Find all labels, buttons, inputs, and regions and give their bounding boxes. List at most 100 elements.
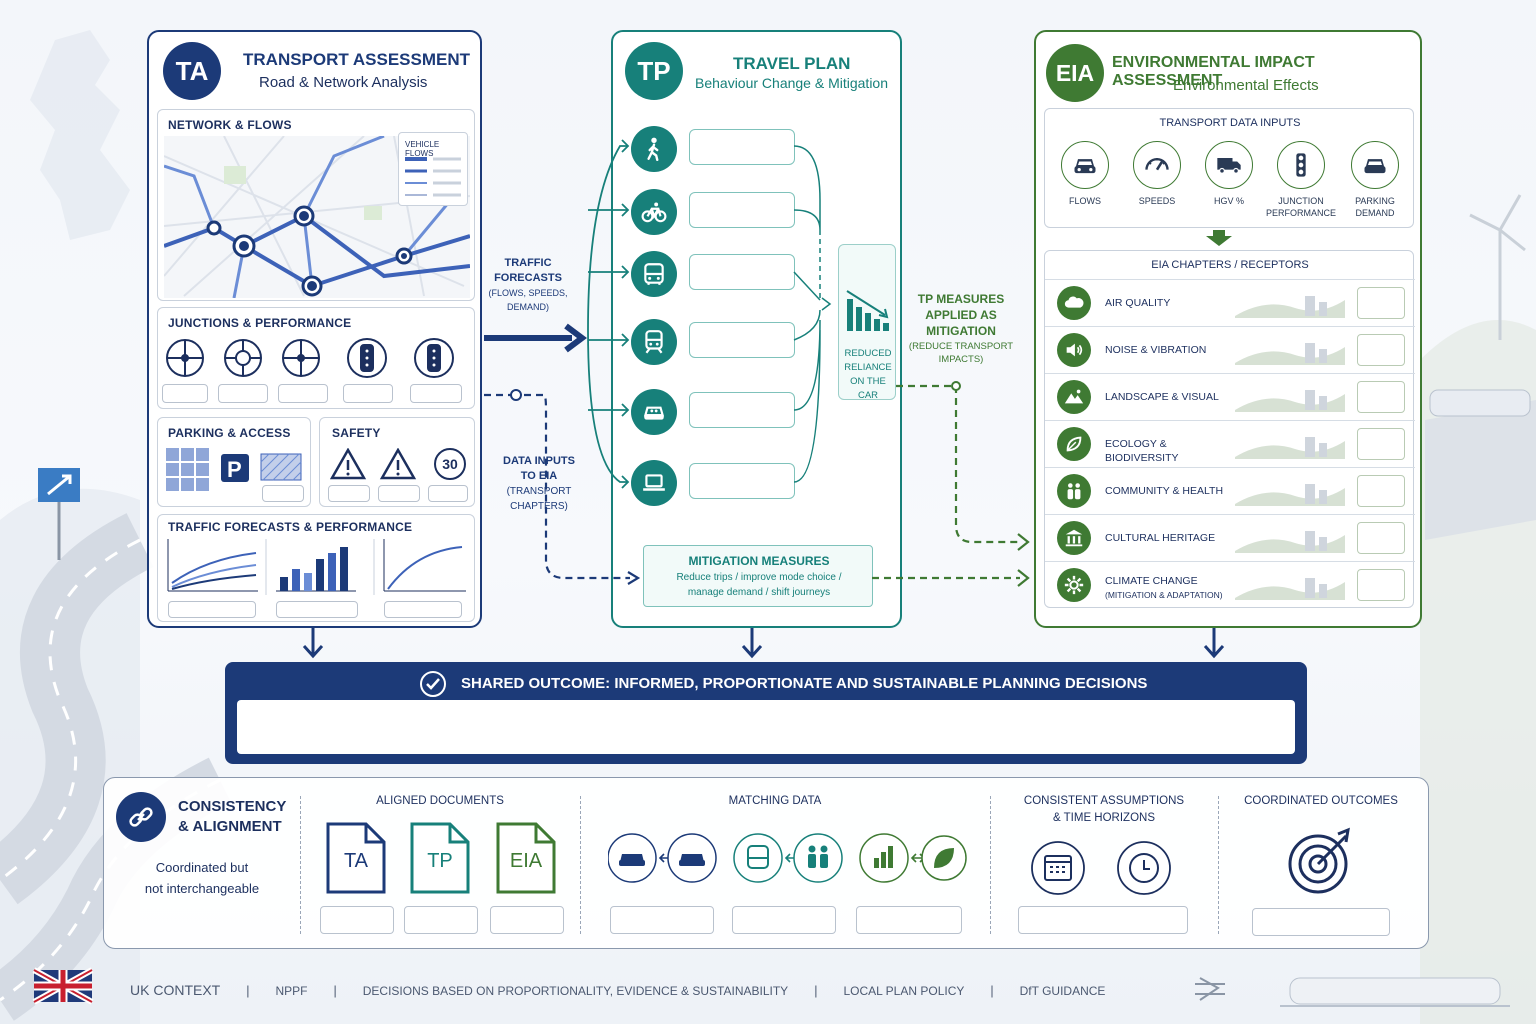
divider-3 (990, 796, 991, 934)
junction-field-3[interactable] (278, 384, 328, 403)
eia-chapter-people-icon (1057, 474, 1091, 508)
traffic-forecasts-line-1: TRAFFIC (504, 257, 552, 269)
safety-field-1[interactable] (328, 485, 370, 502)
eia-chapter-scenery (1235, 525, 1345, 553)
eia-chapter-field[interactable] (1357, 334, 1405, 366)
eia-chapter-scenery (1235, 384, 1345, 412)
forecast-mini-charts (167, 539, 466, 595)
eia-chapter-field[interactable] (1357, 522, 1405, 554)
junction-field-5[interactable] (410, 384, 462, 403)
tp-mode-field[interactable] (689, 392, 795, 428)
declining-chart-icon (846, 290, 889, 331)
data-inputs-label: DATA INPUTS TO EIA (TRANSPORT CHAPTERS) (496, 454, 582, 514)
junction-field-1[interactable] (162, 384, 208, 403)
tp-mode-field[interactable] (689, 129, 795, 165)
parking-field[interactable] (262, 485, 304, 502)
tp-mode-train (631, 319, 677, 365)
outcomes-field[interactable] (1252, 908, 1390, 936)
parking-car-icon (1364, 159, 1386, 174)
doc-field[interactable] (404, 906, 478, 934)
consistency-badge (116, 792, 166, 842)
mitigation-measures-box: MITIGATION MEASURES Reduce trips / impro… (643, 545, 873, 607)
safety-field-3[interactable] (428, 485, 468, 502)
matching-field-3[interactable] (856, 906, 962, 934)
car-share-icon (643, 406, 665, 420)
tp-mode-field[interactable] (689, 254, 795, 290)
forecast-field-1[interactable] (168, 601, 256, 618)
cycling-icon (641, 202, 667, 223)
eia-input-speedometer-icon (1133, 141, 1181, 189)
curve-chart-icon (383, 539, 466, 592)
assumptions-title-2: & TIME HORIZONS (1052, 812, 1156, 824)
eia-chapter-field[interactable] (1357, 569, 1405, 601)
matching-field-2[interactable] (732, 906, 836, 934)
eia-chapter-mountain-icon (1057, 380, 1091, 414)
tp-panel: TP TRAVEL PLAN Behaviour Change & Mitiga… (611, 30, 902, 628)
tp-mode-field[interactable] (689, 192, 795, 228)
eia-chapter-field[interactable] (1357, 381, 1405, 413)
eia-chapter-field[interactable] (1357, 475, 1405, 507)
document-icon (410, 822, 470, 894)
eia-chapter-row: NOISE & VIBRATION (1045, 326, 1415, 373)
link-icon (129, 807, 153, 827)
doc-field[interactable] (490, 906, 564, 934)
tp-mode-field[interactable] (689, 322, 795, 358)
speaker-icon (1066, 343, 1083, 357)
safety-field-2[interactable] (378, 485, 420, 502)
tp-mode-cycling (631, 189, 677, 235)
mountain-icon (1064, 389, 1084, 404)
eia-input-label: PARKING DEMAND (1355, 196, 1395, 218)
train-icon (645, 330, 663, 354)
eia-chapter-field[interactable] (1357, 428, 1405, 460)
doc-ta-icon: TA (326, 822, 386, 894)
assumptions-field[interactable] (1018, 906, 1188, 934)
walking-icon (647, 137, 659, 162)
eia-chapter-row: ECOLOGY & BIODIVERSITY (1045, 420, 1415, 467)
eia-badge: EIA (1046, 44, 1104, 102)
footer-item: DECISIONS BASED ON PROPORTIONALITY, EVID… (362, 984, 789, 998)
doc-label: EIA (509, 850, 543, 872)
truck-icon (1217, 158, 1241, 174)
transport-inputs-title: TRANSPORT DATA INPUTS (1159, 117, 1301, 129)
bars-match-icon (859, 833, 909, 883)
laptop-icon (643, 474, 665, 491)
matching-field-1[interactable] (610, 906, 714, 934)
ta-badge: TA (163, 42, 221, 100)
eia-chapter-field[interactable] (1357, 287, 1405, 319)
eia-chapter-label: NOISE & VIBRATION (1105, 344, 1207, 356)
doc-field[interactable] (320, 906, 394, 934)
tp-connectors (587, 139, 832, 489)
assumptions-title-1: CONSISTENT ASSUMPTIONS (1023, 795, 1185, 807)
speed-limit-icon (434, 448, 466, 480)
junction-field-4[interactable] (343, 384, 393, 403)
eia-chapter-row: COMMUNITY & HEALTH (1045, 467, 1415, 514)
footer-item: UK CONTEXT (130, 982, 221, 998)
tp-mode-field[interactable] (689, 463, 795, 499)
vehicle-flows-label: VEHICLE FLOWS (405, 140, 440, 158)
traffic-light-icon (1296, 153, 1306, 177)
divider-4 (1218, 796, 1219, 934)
traffic-forecasts-line-3: (FLOWS, SPEEDS, (488, 288, 568, 298)
forecast-field-2[interactable] (276, 601, 358, 618)
eia-input-label: HGV % (1213, 196, 1244, 206)
consistency-title-1: CONSISTENCY (178, 798, 287, 815)
forecast-field-3[interactable] (384, 601, 462, 618)
parking-p-icon: P (221, 454, 249, 482)
warning-icon-2 (379, 448, 417, 480)
reduced-reliance-text: REDUCED RELIANCE ON THE CAR (844, 348, 892, 401)
eia-chapter-row: CLIMATE CHANGE(MITIGATION & ADAPTATION) (1045, 561, 1415, 608)
shared-outcome-field[interactable] (237, 700, 1295, 754)
document-icon (496, 822, 556, 894)
gear-icon (1064, 575, 1084, 595)
junction-field-2[interactable] (218, 384, 268, 403)
flow-arrows (484, 323, 1030, 587)
shared-outcome-banner: SHARED OUTCOME: INFORMED, PROPORTIONATE … (225, 662, 1307, 764)
eia-input-truck-icon (1205, 141, 1253, 189)
eia-chapter-label: CULTURAL HERITAGE (1105, 532, 1216, 544)
forecasts-title: TRAFFIC FORECASTS & PERFORMANCE (168, 520, 413, 534)
tp-mode-laptop (631, 460, 677, 506)
divider-1 (300, 796, 301, 934)
target-icon (1288, 827, 1350, 894)
eia-chapters-title: EIA CHAPTERS / RECEPTORS (1151, 259, 1309, 271)
